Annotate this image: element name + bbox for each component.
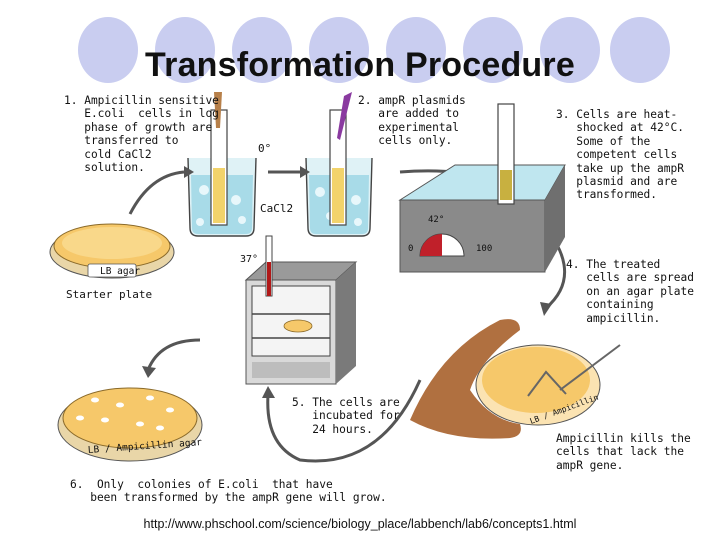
final-plate [57, 387, 203, 462]
cacl2-label: CaCl2 [260, 202, 293, 215]
incubator [244, 235, 358, 385]
step-5-text: 5. The cells are incubated for 24 hours. [292, 396, 400, 436]
water-bath [398, 103, 566, 273]
step-2-text: 2. ampR plasmids are added to experiment… [358, 94, 466, 148]
beaker-cacl2 [187, 92, 257, 237]
step-4-text: 4. The treated cells are spread on an ag… [566, 258, 694, 325]
incubator-temp-label: 37° [240, 254, 258, 265]
ampicillin-kills-text: Ampicillin kills the cells that lack the… [556, 432, 691, 472]
slide-title: Transformation Procedure [145, 46, 575, 84]
lb-agar-label: LB agar [100, 266, 140, 277]
step-1-text: 1. Ampicillin sensitive E.coli cells in … [64, 94, 219, 175]
step-6-text: 6. Only colonies of E.coli that have bee… [70, 478, 387, 505]
process-arrows [128, 169, 567, 463]
gauge-100-label: 100 [476, 244, 492, 254]
decorative-circles [78, 17, 670, 83]
step-3-text: 3. Cells are heat- shocked at 42°C. Some… [556, 108, 684, 202]
starter-plate-label: Starter plate [66, 288, 153, 301]
zero-degree-label: 0° [258, 142, 271, 155]
source-url[interactable]: http://www.phschool.com/science/biology_… [143, 517, 577, 531]
gauge-0-label: 0 [408, 244, 413, 254]
hand-with-plate [410, 319, 621, 439]
gauge-42-label: 42° [428, 215, 444, 225]
starter-plate [49, 223, 175, 279]
beaker-plasmid [305, 92, 373, 237]
